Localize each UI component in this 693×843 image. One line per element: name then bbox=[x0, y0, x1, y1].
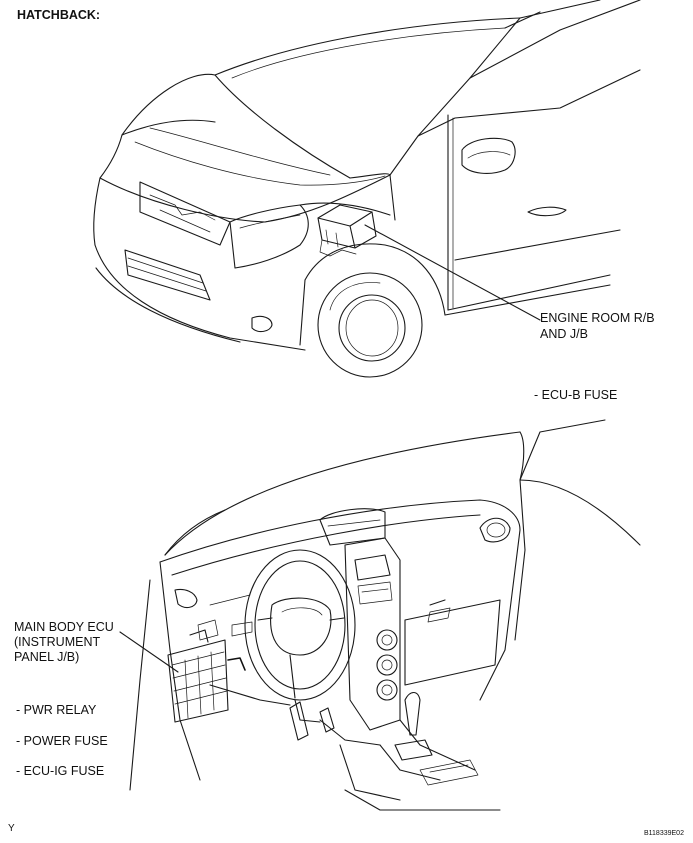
engine-room-label-line2: AND J/B bbox=[540, 327, 588, 341]
main-body-ecu-label-line3: PANEL J/B) bbox=[14, 650, 80, 664]
engine-room-label-line1: ENGINE ROOM R/B bbox=[540, 311, 655, 325]
power-fuse-item: - POWER FUSE bbox=[16, 734, 108, 748]
ecu-ig-fuse-item: - ECU-IG FUSE bbox=[16, 764, 105, 778]
figure-code: B118339E02 bbox=[644, 830, 684, 837]
main-body-ecu-label-line2: (INSTRUMENT bbox=[14, 635, 101, 649]
page-title: HATCHBACK: bbox=[17, 8, 101, 22]
main-body-ecu-label-line1: MAIN BODY ECU bbox=[14, 620, 114, 634]
pwr-relay-item: - PWR RELAY bbox=[16, 703, 97, 717]
ecu-b-fuse-item: - ECU-B FUSE bbox=[534, 388, 618, 402]
corner-letter: Y bbox=[8, 823, 15, 834]
